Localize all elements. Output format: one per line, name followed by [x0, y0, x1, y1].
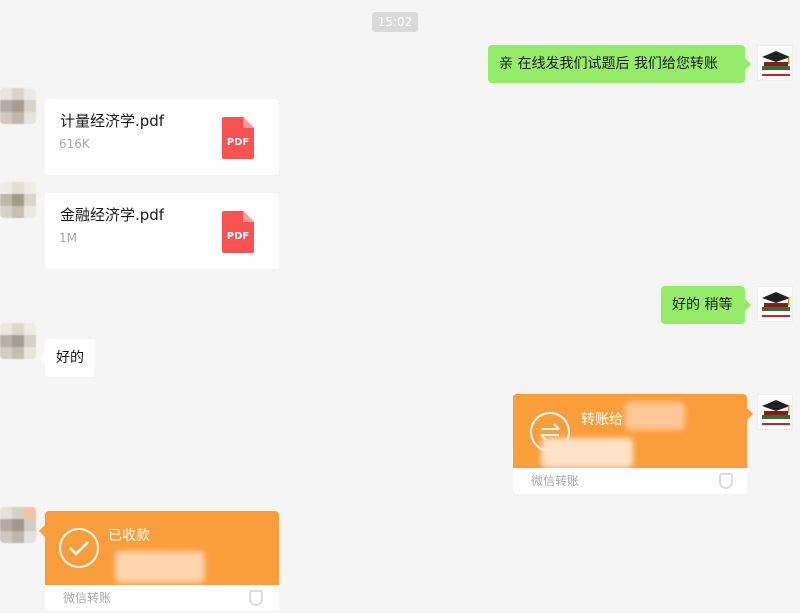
message-bubble-self[interactable]: 亲 在线发我们试题后 我们给您转账 [488, 45, 751, 83]
shield-icon [249, 590, 263, 606]
redacted-amount-blur [625, 402, 685, 430]
message-text: 好的 [56, 350, 84, 366]
transfer-title: 转账给 [581, 412, 623, 428]
message-text: 好的 稍等 [672, 297, 733, 313]
transfer-received-card[interactable]: 已收款 微信转账 [39, 511, 279, 611]
self-avatar[interactable] [757, 286, 793, 322]
transfer-card-header: 转账给 [513, 394, 747, 468]
transfer-footer: 微信转账 [513, 468, 747, 494]
pdf-label: PDF [226, 137, 250, 148]
transfer-title: 已收款 [108, 528, 150, 544]
message-bubble-self[interactable]: 好的 稍等 [661, 286, 751, 324]
file-message-card[interactable]: 金融经济学.pdf 1M PDF [45, 193, 279, 269]
message-bubble-other[interactable]: 好的 [39, 339, 95, 377]
graduation-cap-logo-icon [762, 51, 790, 76]
self-avatar[interactable] [757, 45, 793, 81]
file-message-card[interactable]: 计量经济学.pdf 616K PDF [45, 99, 279, 175]
redacted-amount-blur [115, 551, 205, 583]
transfer-message-card[interactable]: 转账给 微信转账 [513, 394, 753, 494]
file-name: 计量经济学.pdf [60, 112, 165, 130]
contact-avatar[interactable] [0, 507, 36, 543]
file-size: 616K [59, 137, 90, 151]
file-name: 金融经济学.pdf [60, 206, 165, 224]
contact-avatar[interactable] [0, 323, 36, 359]
graduation-cap-logo-icon [762, 400, 790, 425]
contact-avatar[interactable] [0, 182, 36, 218]
shield-icon [719, 473, 733, 489]
message-text: 亲 在线发我们试题后 我们给您转账 [499, 56, 718, 72]
pdf-icon: PDF [222, 117, 254, 159]
self-avatar[interactable] [757, 394, 793, 430]
transfer-card-header: 已收款 [45, 511, 279, 585]
checkmark-icon [59, 528, 99, 568]
graduation-cap-logo-icon [762, 292, 790, 317]
pdf-icon: PDF [222, 211, 254, 253]
file-size: 1M [59, 231, 77, 245]
message-timestamp: 15:02 [372, 12, 418, 32]
transfer-footer: 微信转账 [45, 585, 279, 611]
contact-avatar[interactable] [0, 88, 36, 124]
redacted-remark-blur [541, 438, 633, 468]
pdf-label: PDF [226, 231, 250, 242]
